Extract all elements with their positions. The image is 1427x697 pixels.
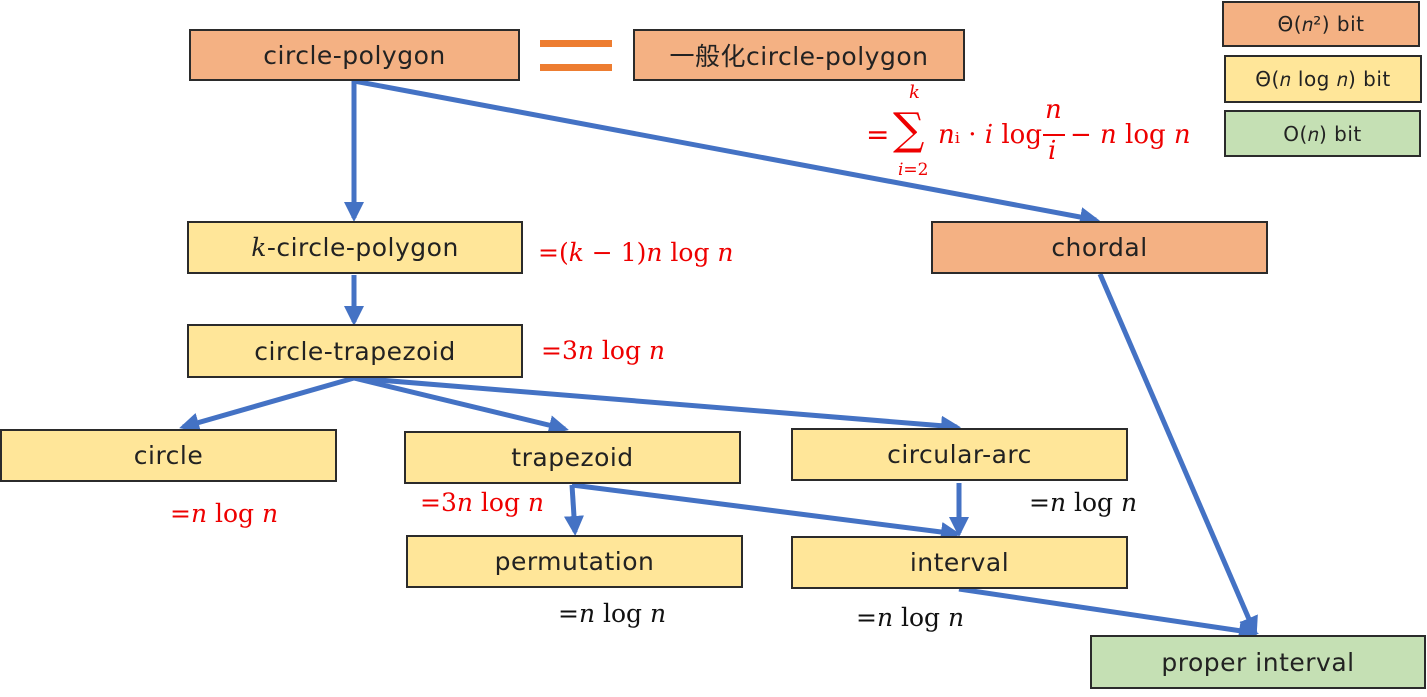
node-circle-polygon: circle-polygon bbox=[189, 29, 520, 81]
sum-tail: − 𝑛 log 𝑛 bbox=[1070, 120, 1191, 150]
arrow-circle-polygon-to-chordal bbox=[353, 78, 1100, 227]
arrow-chordal-to-proper-interval bbox=[1097, 273, 1258, 637]
node-label: chordal bbox=[1051, 233, 1148, 262]
node-label: circle-trapezoid bbox=[254, 336, 456, 366]
sum-lower-limit: 𝑖=2 bbox=[898, 160, 929, 180]
legend-label: Θ(𝑛 log 𝑛) bit bbox=[1255, 67, 1391, 91]
node-label: interval bbox=[909, 548, 1010, 577]
node-label-suffix: -circle-polygon bbox=[266, 233, 459, 262]
node-label: permutation bbox=[494, 547, 655, 576]
legend-theta-n-squared: Θ(𝑛²) bit bbox=[1222, 1, 1420, 47]
arrow-interval-to-proper-interval bbox=[958, 586, 1259, 641]
fraction-numerator: 𝑛 bbox=[1045, 95, 1062, 125]
sum-upper-limit: 𝑘 bbox=[909, 82, 920, 103]
node-label: circular-arc bbox=[887, 440, 1032, 469]
eq-interval: =𝑛 log 𝑛 bbox=[856, 603, 965, 632]
sum-equals-sign: = bbox=[866, 118, 890, 151]
arrow-trapezoid-to-interval bbox=[571, 482, 961, 542]
arrow-circle-trapezoid-to-circular-arc bbox=[353, 375, 961, 436]
node-k-circle-polygon: k-circle-polygon bbox=[187, 221, 523, 274]
legend-o-n: O(𝑛) bit bbox=[1224, 110, 1421, 157]
eq-circle-trapezoid: =3𝑛 log 𝑛 bbox=[541, 336, 665, 365]
arrow-circle-trapezoid-to-circle bbox=[179, 375, 355, 433]
eq-trapezoid: =3𝑛 log 𝑛 bbox=[420, 488, 544, 517]
fraction-denominator: 𝑖 bbox=[1048, 136, 1057, 166]
node-circle: circle bbox=[0, 429, 337, 482]
node-interval: interval bbox=[791, 536, 1128, 589]
sum-term: 𝑛ᵢ · 𝑖 log bbox=[938, 120, 1042, 150]
eq-k-circle-polygon: =(𝑘 − 1)𝑛 log 𝑛 bbox=[538, 238, 734, 267]
node-trapezoid: trapezoid bbox=[404, 431, 741, 484]
eq-permutation: =𝑛 log 𝑛 bbox=[558, 599, 667, 628]
k-variable: k bbox=[251, 233, 267, 262]
node-chordal: chordal bbox=[931, 221, 1268, 274]
sum-symbol: ∑ bbox=[893, 104, 925, 155]
legend-label: O(𝑛) bit bbox=[1283, 121, 1362, 146]
equivalence-bar-top bbox=[540, 40, 612, 47]
node-permutation: permutation bbox=[406, 535, 743, 588]
node-label: proper interval bbox=[1161, 647, 1355, 677]
arrow-trapezoid-to-permutation bbox=[564, 484, 584, 536]
node-proper-interval: proper interval bbox=[1090, 635, 1426, 689]
node-circle-trapezoid: circle-trapezoid bbox=[187, 324, 523, 378]
fraction-bar bbox=[1043, 134, 1065, 136]
eq-circle: =𝑛 log 𝑛 bbox=[170, 499, 279, 528]
legend-label: Θ(𝑛²) bit bbox=[1277, 12, 1365, 36]
equivalence-bar-bottom bbox=[540, 64, 612, 71]
eq-circular-arc: =𝑛 log 𝑛 bbox=[1029, 488, 1138, 517]
arrow-circle-trapezoid-to-trapezoid bbox=[353, 375, 569, 435]
node-label: circle-polygon bbox=[263, 40, 446, 70]
node-label: trapezoid bbox=[511, 443, 634, 472]
legend-theta-n-log-n: Θ(𝑛 log 𝑛) bit bbox=[1224, 55, 1422, 103]
node-label: k-circle-polygon bbox=[251, 233, 459, 262]
node-circular-arc: circular-arc bbox=[791, 428, 1128, 481]
node-label: 一般化circle-polygon bbox=[669, 42, 929, 71]
node-general-circle-polygon: 一般化circle-polygon bbox=[633, 29, 965, 81]
node-label: circle bbox=[133, 441, 204, 470]
